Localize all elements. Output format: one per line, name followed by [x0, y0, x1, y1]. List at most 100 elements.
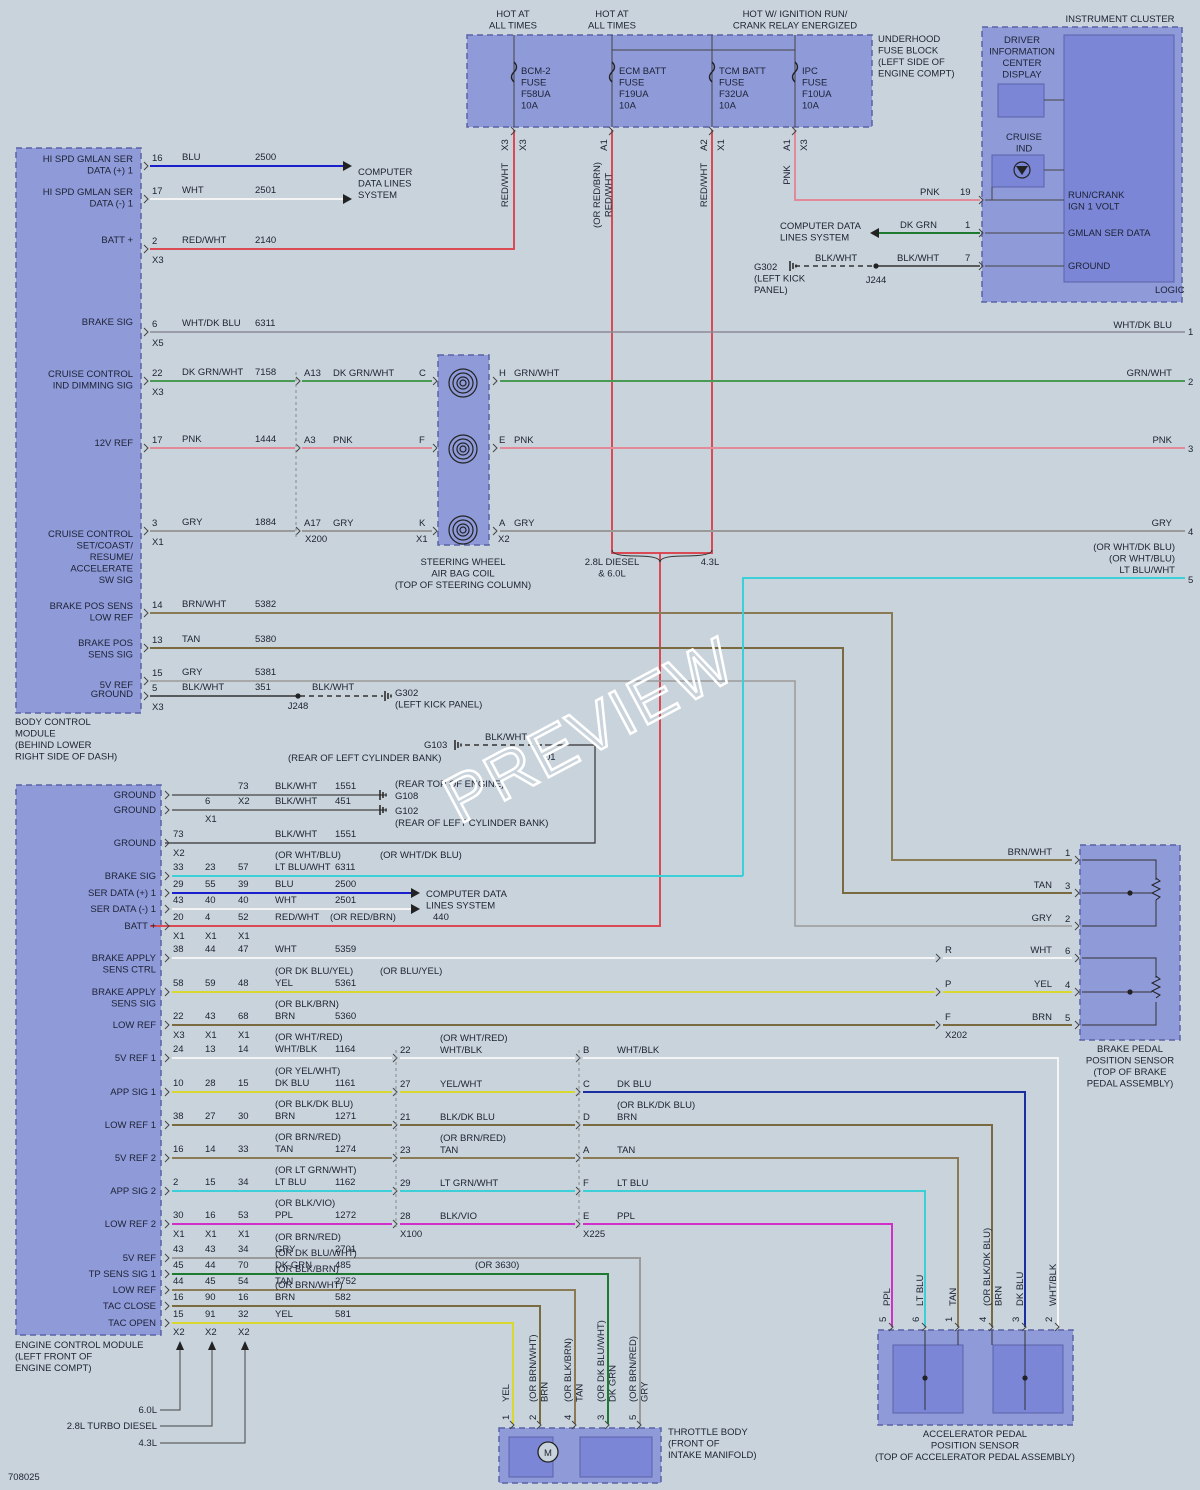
ecm-color-16: GRY	[275, 1244, 296, 1255]
bps-dot-2	[1127, 989, 1133, 995]
ecm-x2b: X2	[205, 1327, 217, 1338]
ecm-p3-8: 48	[238, 978, 249, 989]
dic-display-box	[997, 83, 1045, 118]
mid-color-2: GRY	[333, 518, 354, 529]
ecm-circuit-0: 1551	[335, 781, 356, 792]
bcm-pin-circuit-3: 6311	[255, 318, 275, 329]
g302-ground-a	[789, 261, 797, 271]
ecm-p1-6: 20	[173, 912, 184, 923]
ecm-p3-11: 15	[238, 1078, 249, 1089]
bcm-connector-7	[143, 608, 149, 618]
bcm-pin-color-10: BLK/WHT	[182, 682, 224, 693]
coil-out-color-2: GRY	[514, 518, 535, 529]
ecm-p3-1: X2	[238, 796, 250, 807]
bps-pin-0: 1	[1065, 848, 1070, 859]
ecm-pin-name-18: LOW REF	[113, 1285, 156, 1296]
bcm-pin-circuit-2: 2140	[255, 235, 276, 246]
j244-splice	[873, 263, 879, 269]
ecm-x2c: X2	[238, 1327, 250, 1338]
coil-2	[448, 515, 478, 545]
bcm-pin-color-2: RED/WHT	[182, 235, 227, 246]
option-diesel: 2.8L DIESEL& 6.0L	[585, 557, 640, 580]
x100-label: X100	[400, 1229, 422, 1240]
ecm-circuit-7: 5359	[335, 944, 356, 955]
motor-label: M	[544, 1448, 552, 1459]
ecm-circuit-3: 6311	[335, 862, 355, 873]
right-end-5-label: (OR WHT/DK BLU)(OR WHT/BLU)LT BLU/WHT	[1093, 542, 1175, 576]
drawing-code: 708025	[8, 1472, 40, 1483]
bps-color-5: BRN	[1032, 1012, 1052, 1023]
bcm-pin-color-0: BLU	[182, 152, 201, 163]
x100-pin-0: 22	[400, 1045, 411, 1056]
ecm-conn-14	[164, 1186, 170, 1196]
ecm-p2-9: 43	[205, 1011, 216, 1022]
ecm-p1-4: 29	[173, 879, 184, 890]
bcm-pin-num-2: 2	[152, 236, 157, 247]
app-conn-1	[921, 1322, 927, 1332]
bcm-pin-circuit-4: 7158	[255, 367, 276, 378]
ecm-p3-14: 34	[238, 1177, 249, 1188]
x202-pin-2: F	[945, 1012, 951, 1023]
ecm-pin-name-12: LOW REF 1	[105, 1120, 156, 1131]
module-boxes	[15, 26, 1183, 1484]
bcm-pin-num-10: 5	[152, 683, 157, 694]
ecm-p3-16: 34	[238, 1244, 249, 1255]
x100-conn-3	[392, 1153, 398, 1163]
ecm-pin-name-16: 5V REF	[123, 1253, 156, 1264]
x225-conn-2	[575, 1120, 581, 1130]
coil-out-conn-2	[492, 526, 498, 536]
ecm-p2-11: 28	[205, 1078, 216, 1089]
x100-conn-0	[392, 1053, 398, 1063]
tb-wire-0	[172, 1322, 514, 1424]
app-wire-5	[583, 1223, 893, 1327]
app-conn-5	[1054, 1322, 1060, 1332]
ecm-p1-13: 16	[173, 1144, 184, 1155]
coil-0	[456, 376, 470, 390]
app-pin-1: 6	[911, 1317, 922, 1322]
ecm-x1f: X1	[173, 1229, 185, 1240]
ecm-p3-6: 52	[238, 912, 249, 923]
ecm-p1-11: 10	[173, 1078, 184, 1089]
g102-loc: (REAR OF LEFT CYLINDER BANK)	[395, 818, 548, 829]
g103-ground	[454, 740, 462, 750]
ecm-alt-19: (OR BRN/WHT)	[275, 1280, 343, 1291]
bcm-pin-conn-2: X3	[152, 255, 164, 266]
bcm-pin-conn-6: X1	[152, 537, 164, 548]
ecm-p3-19: 16	[238, 1292, 249, 1303]
ecm-pin-name-17: TP SENS SIG 1	[89, 1269, 156, 1280]
ecm-pin-name-1: GROUND	[114, 805, 156, 816]
ecm-color-0: BLK/WHT	[275, 781, 317, 792]
ecm-x2-g: X2	[173, 848, 185, 859]
ecm-p2-20: 91	[205, 1309, 216, 1320]
app-inner-2	[992, 1344, 1064, 1414]
app-conn-3	[988, 1322, 994, 1332]
right-end-1-label: WHT/DK BLU	[1113, 320, 1172, 331]
ecm-conn-16	[164, 1253, 170, 1263]
wire-brake-pos-sig	[150, 647, 1072, 894]
coil-out-color-1: PNK	[514, 435, 534, 446]
option-43: 4.3L	[701, 557, 720, 568]
bcm-pin-num-6: 3	[152, 518, 157, 529]
bcm-pin-name-2: BATT +	[101, 235, 133, 246]
app-pin-5: 2	[1044, 1317, 1055, 1322]
ecm-p3-4: 39	[238, 879, 249, 890]
ecm-color-1: BLK/WHT	[275, 796, 317, 807]
fuse-out-1a: X3	[500, 139, 511, 151]
ecm-p1-2: 73	[173, 829, 184, 840]
ecm-circuit-12: 1271	[335, 1111, 356, 1122]
bps-conn-2	[1074, 921, 1080, 931]
arrow-ecm-ser-minus	[411, 904, 420, 914]
ecm-circuit-18: 2752	[335, 1276, 356, 1287]
option-brace	[611, 549, 713, 563]
tb-wire-2	[172, 1289, 576, 1424]
right-end-num-2: 4	[1188, 527, 1193, 538]
option-arrow-line-0	[160, 1345, 181, 1411]
ecm-conn-19	[164, 1301, 170, 1311]
coil-out-pin-0: H	[499, 368, 506, 379]
